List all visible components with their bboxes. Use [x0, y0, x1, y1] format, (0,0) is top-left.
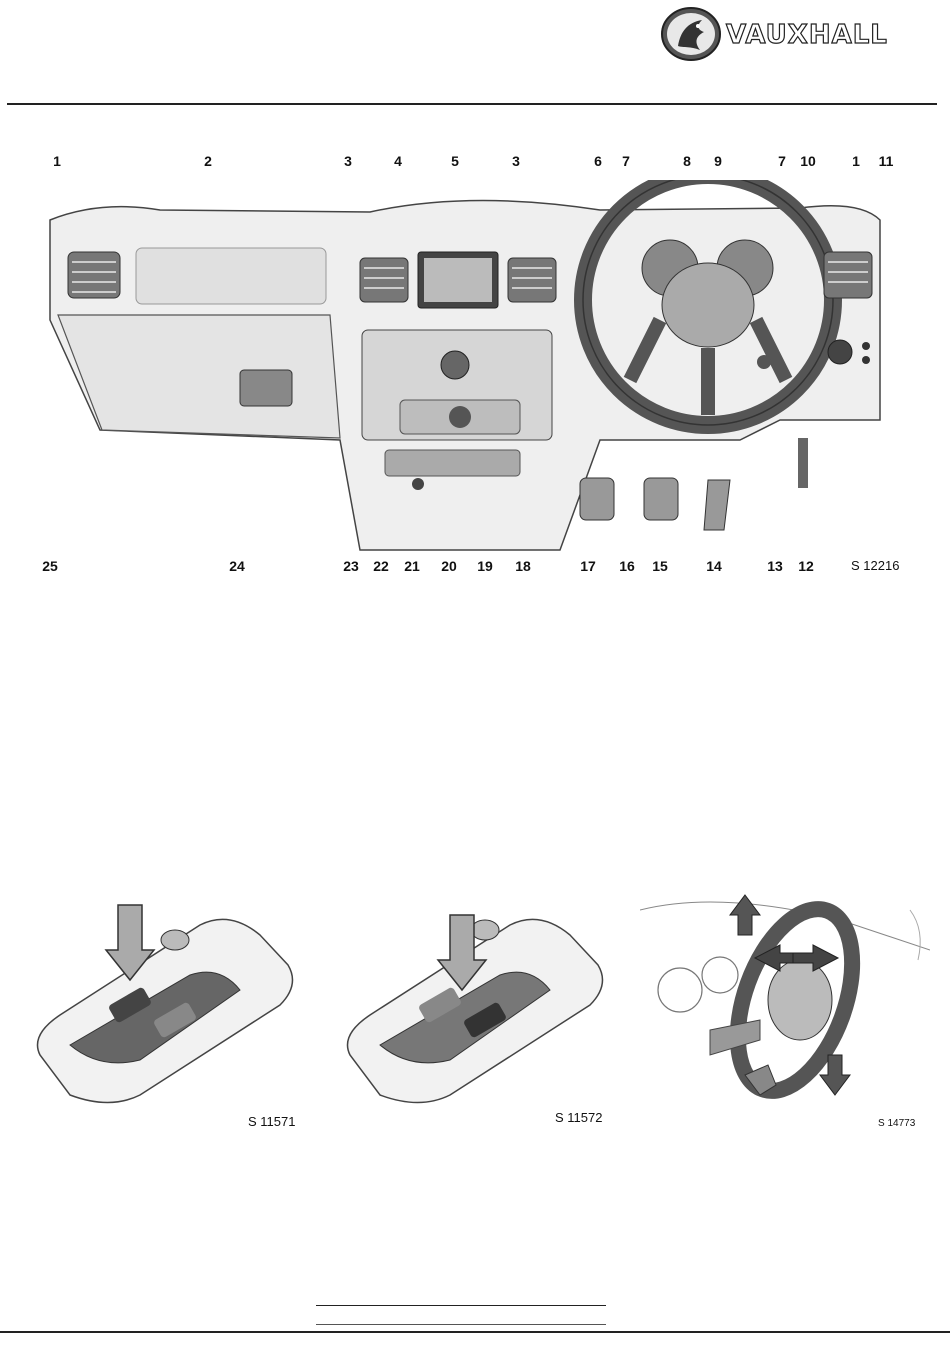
- callout-bottom-13: 13: [767, 558, 783, 574]
- storage-tray: [385, 450, 520, 476]
- brake-pedal: [644, 478, 678, 520]
- callout-bottom-18: 18: [515, 558, 531, 574]
- key-fob-unlock-illustration: [340, 895, 610, 1110]
- header-rule: [7, 103, 937, 105]
- callout-bottom-19: 19: [477, 558, 493, 574]
- callout-top-5: 5: [451, 153, 459, 169]
- steering-adjustment-illustration: [640, 890, 930, 1130]
- callout-top-8: 8: [683, 153, 691, 169]
- steering-wheel-hub: [768, 960, 832, 1040]
- callout-top-1b: 1: [852, 153, 860, 169]
- vauxhall-logo: VAUXHALL: [660, 6, 910, 62]
- callout-top-1: 1: [53, 153, 61, 169]
- accelerator-pedal: [704, 480, 730, 530]
- callout-bottom-16: 16: [619, 558, 635, 574]
- passenger-airbag-panel: [136, 248, 326, 304]
- centre-vent-right: [508, 258, 556, 302]
- centre-vent-left: [360, 258, 408, 302]
- callout-top-3: 3: [344, 153, 352, 169]
- callout-top-4: 4: [394, 153, 402, 169]
- ignition-switch: [757, 355, 771, 369]
- callout-top-6: 6: [594, 153, 602, 169]
- callout-bottom-24: 24: [229, 558, 245, 574]
- up-arrow-icon: [730, 895, 760, 935]
- key-unlock-figure-code: S 11572: [555, 1110, 602, 1125]
- bonnet-release: [798, 438, 808, 488]
- callout-bottom-23: 23: [343, 558, 359, 574]
- key-lock-figure-code: S 11571: [248, 1114, 295, 1129]
- brand-name: VAUXHALL: [726, 20, 888, 50]
- callout-top-7b: 7: [778, 153, 786, 169]
- footer-line-upper: [316, 1305, 606, 1306]
- callout-top-2: 2: [204, 153, 212, 169]
- key-fold-button: [161, 930, 189, 950]
- callout-top-11: 11: [879, 153, 894, 169]
- callout-bottom-17: 17: [580, 558, 596, 574]
- callout-top-9: 9: [714, 153, 722, 169]
- callout-top-10: 10: [800, 153, 816, 169]
- callout-bottom-15: 15: [652, 558, 668, 574]
- instrument-dial: [658, 968, 702, 1012]
- key-fob-lock-illustration: [30, 895, 300, 1110]
- footer-line-lower: [316, 1324, 606, 1325]
- callout-bottom-12: 12: [798, 558, 814, 574]
- clutch-pedal: [580, 478, 614, 520]
- navigation-map: [424, 258, 492, 302]
- audio-volume-knob: [441, 351, 469, 379]
- callout-bottom-21: 21: [404, 558, 420, 574]
- griffin-emblem-icon: [660, 6, 722, 62]
- glovebox-handle: [240, 370, 292, 406]
- key-fold-button: [471, 920, 499, 940]
- callout-bottom-22: 22: [373, 558, 389, 574]
- callout-bottom-20: 20: [441, 558, 457, 574]
- footer-rule: [0, 1331, 950, 1333]
- callout-top-7: 7: [622, 153, 630, 169]
- dashboard-illustration: [40, 180, 910, 560]
- steering-wheel-hub: [662, 263, 754, 347]
- callout-top-3b: 3: [512, 153, 520, 169]
- right-air-vent: [824, 252, 872, 298]
- dashboard-figure-code: S 12216: [851, 558, 899, 573]
- callout-bottom-25: 25: [42, 558, 58, 574]
- glovebox: [58, 315, 340, 438]
- callout-bottom-14: 14: [706, 558, 722, 574]
- climate-knob: [449, 406, 471, 428]
- light-switch: [828, 340, 852, 364]
- steering-figure-code: S 14773: [878, 1118, 915, 1129]
- cigarette-lighter: [412, 478, 424, 490]
